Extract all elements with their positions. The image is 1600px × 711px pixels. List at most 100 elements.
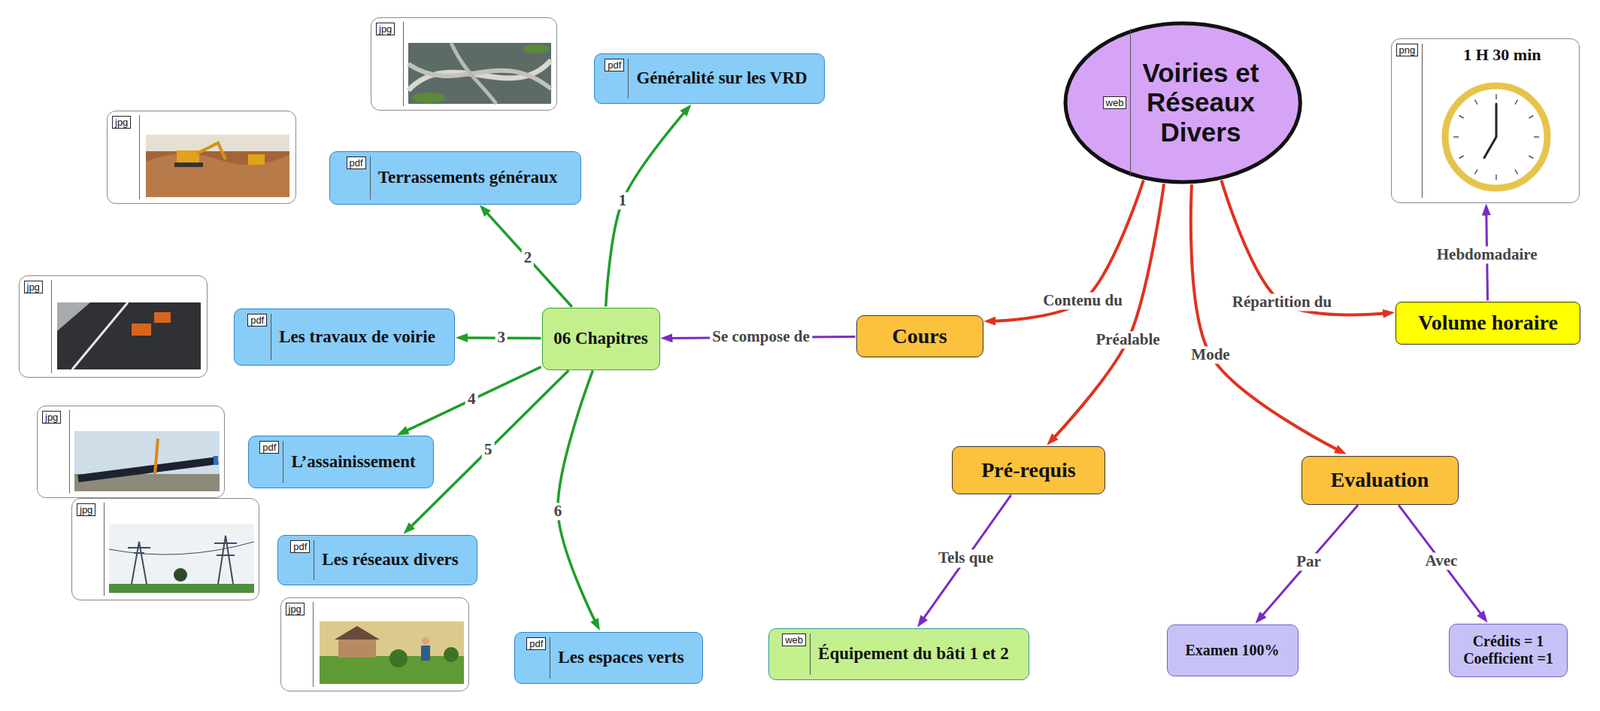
edge-label-anchor: Hebdomadaire bbox=[1434, 245, 1540, 264]
file-type-tag: web bbox=[1103, 96, 1128, 110]
node-label: Voiries et Réseaux Divers bbox=[1130, 28, 1263, 177]
edge-label-anchor: 4 bbox=[465, 390, 479, 409]
clock-icon bbox=[1445, 85, 1548, 188]
node-label: Pré-requis bbox=[981, 457, 1076, 482]
ellipse-shape bbox=[1065, 23, 1300, 182]
chapter-box: pdfL’assainissement bbox=[248, 435, 434, 488]
course-box: Cours bbox=[856, 315, 984, 358]
image-box: jpg bbox=[71, 497, 260, 600]
edge-label: Répartition du bbox=[1230, 293, 1334, 311]
road bbox=[451, 42, 497, 104]
connector bbox=[1221, 180, 1389, 316]
highway-photo bbox=[408, 42, 552, 104]
house bbox=[338, 637, 376, 658]
node-label: Les travaux de voirie bbox=[270, 313, 436, 361]
edge-label: 2 bbox=[521, 248, 535, 267]
image-box: jpg bbox=[18, 275, 208, 378]
pipe-end bbox=[213, 455, 219, 465]
chapters-box: 06 Chapitres bbox=[542, 307, 661, 370]
clock-hands bbox=[1484, 103, 1497, 158]
file-type-tag: pdf bbox=[259, 440, 279, 454]
node-label: Équipement du bâti 1 et 2 bbox=[809, 633, 1010, 675]
evaluation-box: Evaluation bbox=[1301, 455, 1459, 505]
gardener bbox=[421, 645, 431, 661]
edge-label-anchor: 6 bbox=[551, 502, 565, 520]
edge-label-anchor: Tels que bbox=[936, 549, 996, 567]
roller bbox=[154, 312, 171, 323]
pipe-photo bbox=[74, 430, 220, 491]
edge-label: Hebdomadaire bbox=[1434, 245, 1540, 264]
file-type-tag: jpg bbox=[42, 410, 61, 424]
connector bbox=[921, 494, 1012, 622]
node-label: L’assainissement bbox=[282, 440, 416, 483]
connector bbox=[1486, 209, 1488, 300]
file-type-tag: pdf bbox=[346, 156, 367, 170]
connector bbox=[606, 109, 688, 307]
connector bbox=[557, 369, 597, 625]
edge-label: 1 bbox=[616, 191, 630, 210]
exam-box: Examen 100% bbox=[1166, 624, 1299, 676]
image-box: jpg bbox=[280, 596, 470, 691]
pylon bbox=[127, 541, 151, 584]
chapter-box: pdfLes travaux de voirie bbox=[233, 308, 455, 366]
roller bbox=[131, 323, 152, 336]
file-type-tag: jpg bbox=[375, 22, 395, 36]
file-type-tag: jpg bbox=[285, 602, 305, 616]
earth-mound bbox=[145, 153, 290, 197]
excavator-arm bbox=[196, 142, 226, 160]
file-type-tag: pdf bbox=[247, 313, 267, 327]
node-label: Crédits = 1 Coefficient =1 bbox=[1455, 632, 1561, 667]
excavator-photo bbox=[145, 134, 290, 197]
pole bbox=[154, 438, 158, 474]
file-type-tag: pdf bbox=[526, 636, 546, 650]
wire bbox=[109, 541, 255, 555]
clock-face bbox=[1445, 85, 1548, 188]
garden-photo bbox=[319, 621, 464, 684]
edge-label-anchor: Mode bbox=[1188, 345, 1232, 364]
node-label: 1 H 30 min bbox=[1421, 43, 1574, 198]
photo-ground bbox=[57, 302, 201, 370]
chapter-box: pdfGénéralité sur les VRD bbox=[593, 53, 825, 104]
chapter-box: pdfTerrassements généraux bbox=[329, 151, 582, 205]
file-type-tag: jpg bbox=[76, 503, 96, 516]
edge-label-anchor: 2 bbox=[521, 248, 535, 267]
asphalt bbox=[57, 302, 201, 370]
tree bbox=[173, 567, 188, 582]
node-label: Evaluation bbox=[1330, 467, 1430, 492]
photo-earth bbox=[145, 134, 290, 197]
node-label: Cours bbox=[891, 324, 947, 349]
connector bbox=[461, 336, 542, 340]
connector bbox=[1051, 183, 1164, 441]
gardener-head bbox=[421, 636, 430, 645]
roof bbox=[334, 625, 380, 640]
connector bbox=[402, 366, 542, 434]
prerequisite-box: Pré-requis bbox=[951, 445, 1106, 494]
edge-label-anchor: Se compose de bbox=[709, 328, 813, 346]
edge-label: 5 bbox=[481, 441, 495, 459]
edge-label: Contenu du bbox=[1040, 291, 1125, 310]
pipe bbox=[78, 460, 219, 479]
hours-box: Volume horaire bbox=[1395, 301, 1581, 345]
file-type-tag: pdf bbox=[290, 539, 310, 553]
edge-label: Avec bbox=[1423, 552, 1461, 570]
grass-patch bbox=[412, 92, 446, 104]
excavator-body bbox=[176, 150, 200, 163]
road-roller-photo bbox=[57, 302, 201, 370]
power-line-photo bbox=[109, 523, 255, 593]
edge-label-anchor: Avec bbox=[1423, 552, 1461, 570]
edge-label-anchor: Répartition du bbox=[1230, 293, 1334, 311]
connector bbox=[483, 209, 572, 307]
photo-sky bbox=[109, 523, 255, 593]
image-box: jpg bbox=[106, 110, 297, 204]
bush bbox=[443, 646, 459, 662]
edge-label: Mode bbox=[1188, 345, 1232, 364]
connector bbox=[1259, 504, 1358, 619]
connector bbox=[666, 336, 856, 339]
node-label: Généralité sur les VRD bbox=[627, 58, 807, 99]
edge-label: 3 bbox=[495, 329, 509, 347]
edge-label-anchor: Contenu du bbox=[1040, 291, 1125, 310]
image-box: jpg bbox=[370, 17, 558, 111]
node-label: Examen 100% bbox=[1185, 641, 1280, 659]
edge-label: Tels que bbox=[936, 549, 996, 567]
